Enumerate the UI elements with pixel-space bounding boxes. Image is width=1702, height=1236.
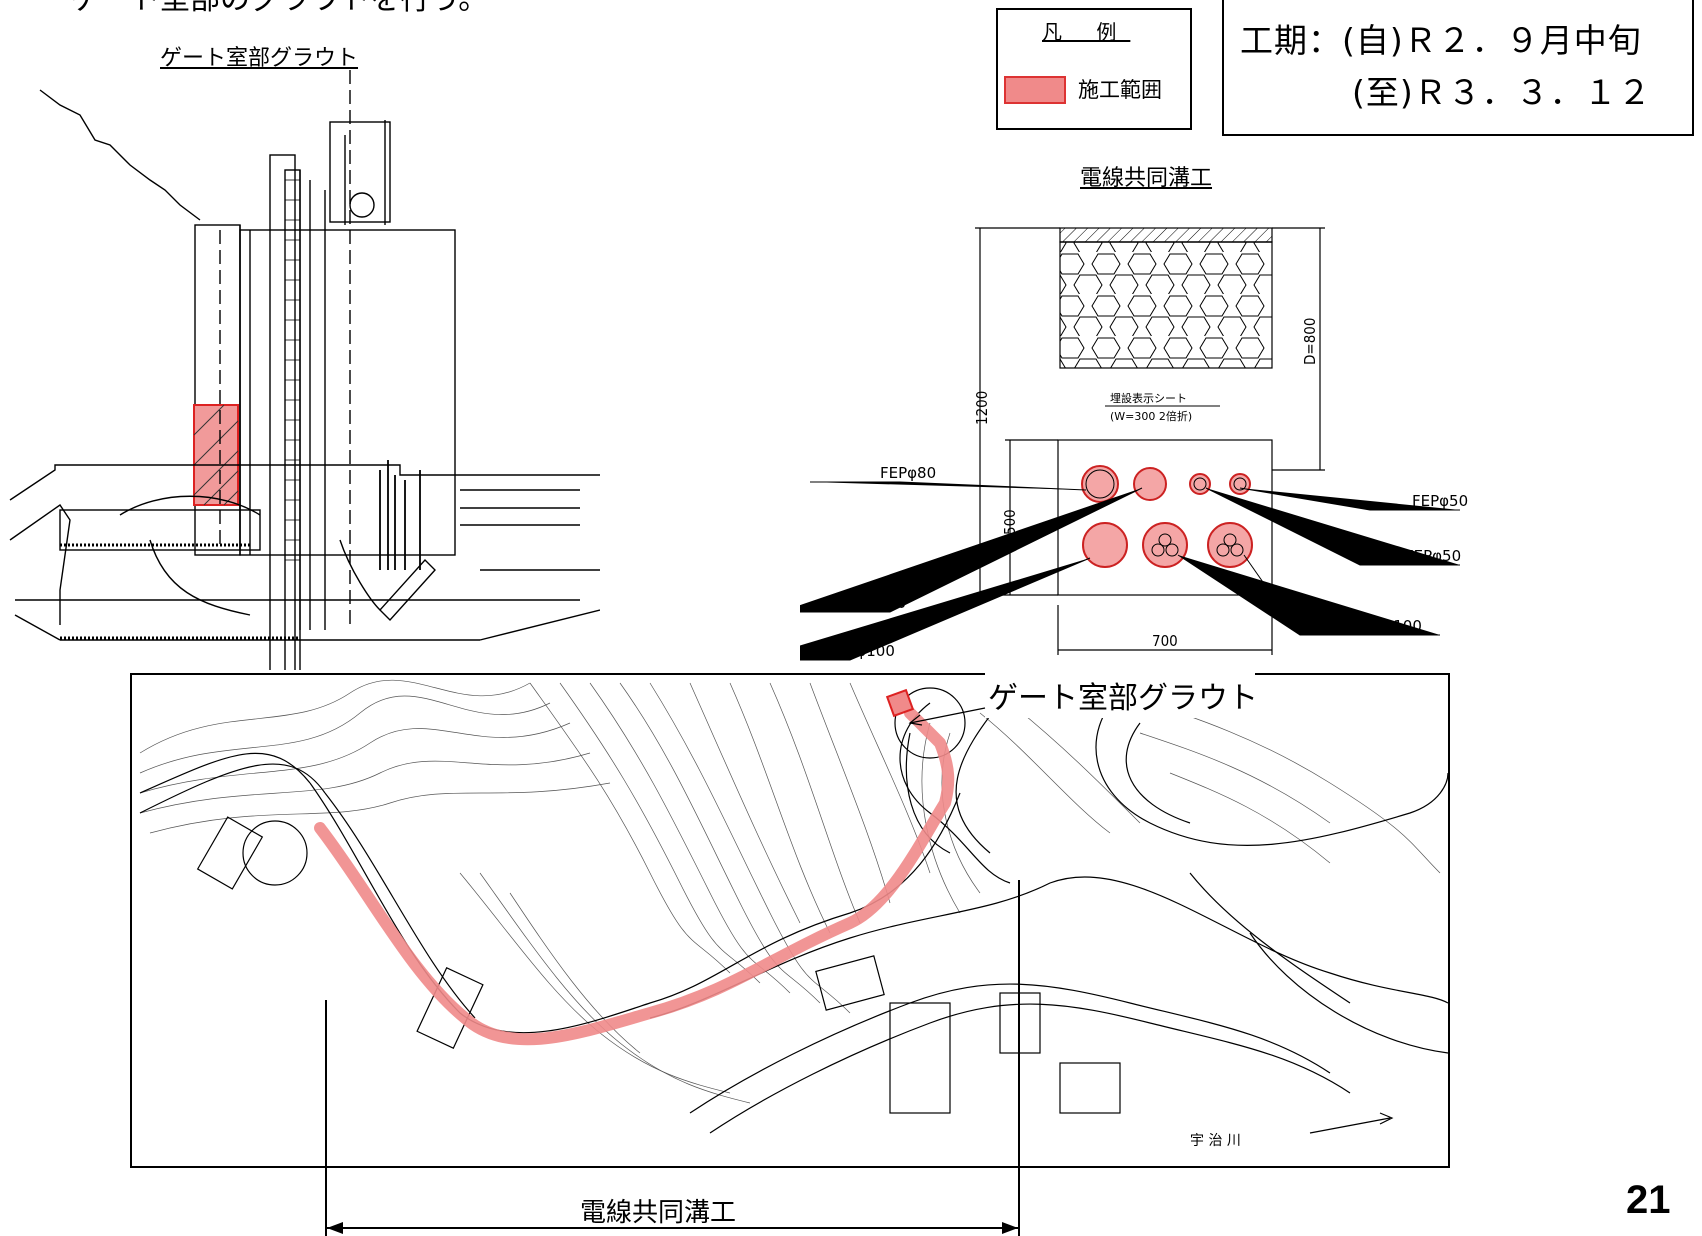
trench-section-title: 電線共同溝工 <box>1080 166 1213 191</box>
legend-box: 凡 例 施工範囲 <box>996 8 1192 130</box>
legend-swatch <box>1004 76 1066 104</box>
pipe-label-nfep100-b: NFEPφ100 <box>1345 617 1422 635</box>
map-gate-label: ゲート室部グラウト <box>988 681 1258 716</box>
sheet-label: 埋設表示シート <box>1110 391 1187 405</box>
sheet-sub-label: (W=300 2倍折) <box>1110 409 1192 423</box>
page-number: 21 <box>1626 1178 1671 1222</box>
pipe-label-fep80-a: FEPφ80 <box>880 464 936 482</box>
pipe-label-fep50-b: FEPφ50 <box>1405 547 1461 565</box>
dim-box-height: 500 <box>1001 509 1019 535</box>
range-arrow <box>327 1222 1018 1234</box>
construction-period-box: 工期：(自)Ｒ２．９月中旬 (至)Ｒ３．３．１２ <box>1222 0 1694 136</box>
dim-width: 700 <box>1152 632 1178 650</box>
map-river-label: 宇 治 川 <box>1190 1133 1241 1149</box>
header-text: ゲート室部のグラウトを行う。 <box>70 0 488 18</box>
legend-item-label: 施工範囲 <box>1078 78 1162 102</box>
site-plan-map: ゲート室部グラウト 宇 治 川 <box>130 673 1450 1168</box>
gate-cross-section-drawing <box>9 70 600 670</box>
dim-total-height: 1200 <box>973 391 991 425</box>
dim-depth: D=800 <box>1301 318 1319 365</box>
legend-title: 凡 例 <box>1042 20 1131 44</box>
range-right-line <box>1018 880 1020 1236</box>
pipe-label-nfep100-a: NFEPφ100 <box>818 642 895 660</box>
range-left-line <box>325 1000 327 1236</box>
period-start: 工期：(自)Ｒ２．９月中旬 <box>1240 21 1642 60</box>
pipe-label-fep80-b: FEPφ80 <box>850 594 906 612</box>
trench-cross-section-drawing: 1200 D=800 500 700 埋設表示シート (W=300 2倍折) F… <box>800 227 1468 661</box>
pipe-label-fep50-a: FEPφ50 <box>1412 492 1468 510</box>
range-label: 電線共同溝工 <box>580 1198 737 1228</box>
gate-section-title: ゲート室部グラウト <box>160 46 359 71</box>
period-end: (至)Ｒ３．３．１２ <box>1352 73 1652 112</box>
